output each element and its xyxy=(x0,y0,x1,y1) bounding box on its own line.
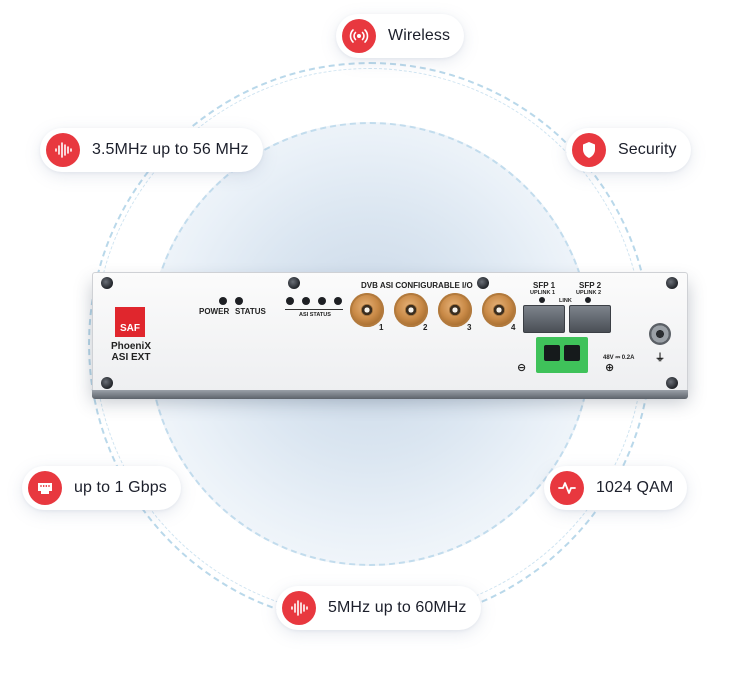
feature-pill-security: Security xyxy=(566,128,691,172)
feature-pill-bandwidth-a: 3.5MHz up to 56 MHz xyxy=(40,128,263,172)
sfp2-sublabel: UPLINK 2 xyxy=(576,290,602,296)
screw xyxy=(666,377,678,389)
sfp1-sublabel: UPLINK 1 xyxy=(530,290,556,296)
feature-label: 3.5MHz up to 56 MHz xyxy=(92,141,249,158)
ground-symbol-icon: ⏚ xyxy=(655,353,665,364)
port-number: 2 xyxy=(423,323,428,332)
saf-logo: SAF xyxy=(115,307,145,337)
phoenix-asi-ext-device: SAF PhoeniX ASI EXT POWER STATUS ASI STA… xyxy=(92,272,688,399)
port-number: 3 xyxy=(467,323,472,332)
bnc-port-2[interactable] xyxy=(394,293,428,327)
screw xyxy=(288,277,300,289)
model-line-2: ASI EXT xyxy=(111,352,151,363)
port-number: 4 xyxy=(511,323,516,332)
asi-status-led xyxy=(302,297,310,305)
sfp2-cage[interactable] xyxy=(569,305,611,333)
bnc-port-4[interactable] xyxy=(482,293,516,327)
feature-label: up to 1 Gbps xyxy=(74,479,167,496)
asi-status-led xyxy=(286,297,294,305)
sfp1-cage[interactable] xyxy=(523,305,565,333)
terminal-socket xyxy=(564,345,580,361)
sfp2-label: SFP 2 xyxy=(579,281,602,290)
port-number: 1 xyxy=(379,323,384,332)
feature-label: Wireless xyxy=(388,27,451,44)
sfp1-link-led xyxy=(539,297,545,303)
plus-symbol: ⊕ xyxy=(605,362,615,374)
feature-label: 5MHz up to 60MHz xyxy=(328,599,467,616)
bnc-port-3[interactable] xyxy=(438,293,472,327)
asi-status-label: ASI STATUS xyxy=(299,312,331,318)
link-label: LINK xyxy=(559,298,572,304)
model-line-1: PhoeniX xyxy=(110,341,151,352)
waveform-icon xyxy=(282,591,316,625)
feature-pill-wireless: Wireless xyxy=(336,14,465,58)
feature-pill-bandwidth-b: 5MHz up to 60MHz xyxy=(276,586,481,630)
power-label: POWER xyxy=(199,307,230,316)
ethernet-port-icon xyxy=(28,471,62,505)
status-led xyxy=(235,297,243,305)
status-label: STATUS xyxy=(235,307,266,316)
bnc-port-1[interactable] xyxy=(350,293,384,327)
terminal-socket xyxy=(544,345,560,361)
dvb-asi-label: DVB ASI CONFIGURABLE I/O xyxy=(361,281,473,290)
power-led xyxy=(219,297,227,305)
pulse-icon xyxy=(550,471,584,505)
device-chassis-bottom xyxy=(92,390,688,399)
asi-status-bracket xyxy=(285,309,343,310)
asi-status-led xyxy=(318,297,326,305)
wireless-signal-icon xyxy=(342,19,376,53)
screw xyxy=(101,377,113,389)
sfp2-link-led xyxy=(585,297,591,303)
shield-icon xyxy=(572,133,606,167)
screw xyxy=(666,277,678,289)
feature-pill-throughput: up to 1 Gbps xyxy=(22,466,181,510)
power-rating: 48V ⎓ 0.2A xyxy=(603,355,635,361)
minus-symbol: ⊖ xyxy=(517,362,527,374)
screw xyxy=(477,277,489,289)
asi-status-led xyxy=(334,297,342,305)
feature-pill-modulation: 1024 QAM xyxy=(544,466,688,510)
ground-terminal xyxy=(649,323,671,345)
feature-label: Security xyxy=(618,141,677,158)
power-terminal[interactable] xyxy=(536,337,588,373)
feature-label: 1024 QAM xyxy=(596,479,674,496)
screw xyxy=(101,277,113,289)
sfp1-label: SFP 1 xyxy=(533,281,556,290)
model-name: PhoeniX ASI EXT xyxy=(99,341,163,363)
waveform-icon xyxy=(46,133,80,167)
